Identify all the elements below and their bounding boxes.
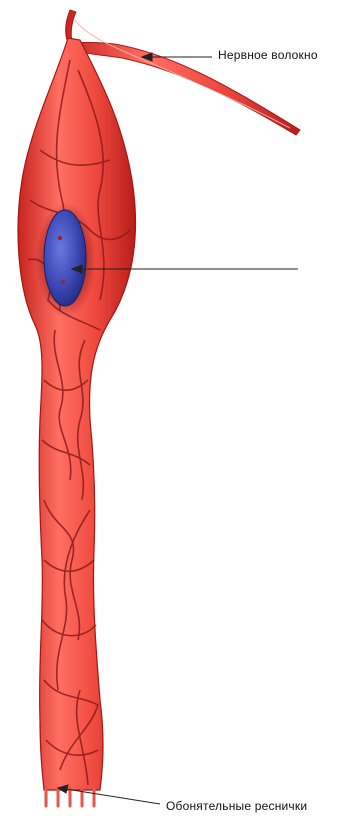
nucleolus — [58, 236, 62, 240]
pointer-cilia-line — [66, 789, 160, 804]
cell-body — [18, 38, 135, 790]
nucleus-label — [300, 262, 350, 276]
nucleolus — [61, 280, 65, 284]
nerve-fiber-label: Нервное волокно — [218, 48, 318, 62]
olfactory-cilia — [46, 788, 94, 806]
nucleus — [44, 210, 86, 306]
olfactory-cilia-label: Обонятельные реснички — [166, 799, 307, 813]
